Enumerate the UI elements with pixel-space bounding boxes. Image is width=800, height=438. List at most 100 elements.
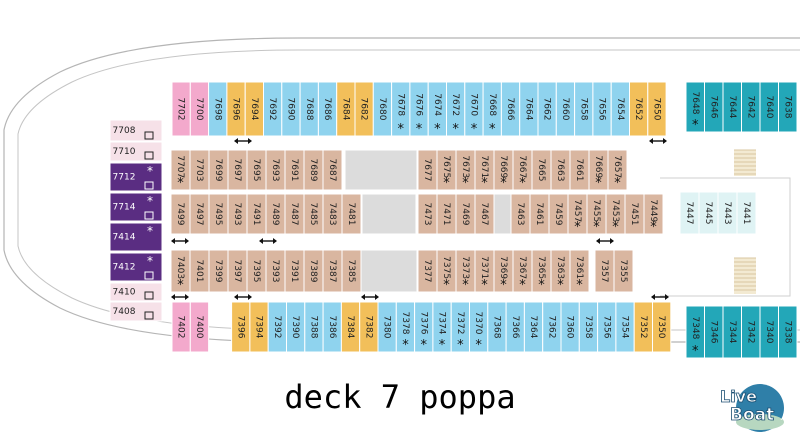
connecting-door-arrow-0-head-l — [234, 138, 238, 144]
cabin-top-7668-17-label: 7668 — [487, 93, 497, 116]
cabin-top-7674-14-label: 7674 — [432, 93, 442, 116]
cabin-top-7688-7-label: 7688 — [304, 98, 314, 121]
cabin-c-7393-5-label: 7393 — [270, 260, 280, 283]
aft-cabin-7714-label: 7714 — [113, 203, 136, 213]
aft-cabin-7414-box — [109, 222, 163, 252]
cabin-bottom-7386-7-label: 7386 — [327, 316, 337, 339]
cabin-bottom-7378-11-star: * — [402, 338, 409, 353]
cabin-top-7698-2-label: 7698 — [212, 98, 222, 121]
cabin-c-7395-4-label: 7395 — [251, 260, 261, 283]
cabin-c2-7373-2-star: * — [462, 278, 469, 293]
forward-area-outline — [660, 177, 791, 297]
cabin-top-7690-6-label: 7690 — [285, 98, 295, 121]
accessible-icon — [144, 271, 154, 280]
cabin-bottom-7378-11-label: 7378 — [400, 312, 410, 335]
cabin-top-7668-17-star: * — [489, 122, 496, 137]
connecting-door-arrow-4-head-r — [610, 238, 614, 244]
cabin-c2-7369-4-label: 7369 — [498, 256, 508, 279]
cabin-fwd-suite-7441-3-label: 7441 — [741, 202, 751, 225]
deck-title: deck 7 poppa — [284, 378, 516, 416]
cabin-fwd-suite-7443-2-label: 7443 — [722, 202, 732, 225]
cabin-top-7658-22-label: 7658 — [578, 98, 588, 121]
cabin-c-7397-3-label: 7397 — [232, 260, 242, 283]
cabin-b3-7463-0-label: 7463 — [515, 203, 525, 226]
connecting-door-arrow-5-head-l — [171, 294, 175, 300]
forward-stairs-bottom — [734, 258, 756, 294]
cabin-bottom-fwd-7346-1-label: 7346 — [708, 321, 718, 344]
cabin-top-7686-8-label: 7686 — [322, 98, 332, 121]
cabin-a2-7675-1-star: * — [443, 176, 450, 191]
cabin-bottom-7366-17-label: 7366 — [510, 316, 520, 339]
aft-cabin-7414-label: 7414 — [113, 233, 136, 243]
aft-cabin-7412-star: * — [147, 254, 153, 268]
cabin-c2-7365-6-label: 7365 — [536, 256, 546, 279]
cabin-bottom-7350-25-label: 7350 — [656, 316, 666, 339]
cabin-c-7391-6-label: 7391 — [289, 260, 299, 283]
cabin-c-7403-0-label: 7403 — [175, 256, 185, 279]
cabin-b3-7459-2-label: 7459 — [553, 203, 563, 226]
hull-outline-outer — [3, 37, 800, 343]
cabin-c2-7367-5-label: 7367 — [517, 256, 527, 279]
cabin-c2-7367-5-star: * — [519, 278, 526, 293]
cabin-bottom-7388-6-label: 7388 — [308, 316, 318, 339]
cabin-a-7697-3-label: 7697 — [232, 159, 242, 182]
cabin-top-7676-13-label: 7676 — [414, 93, 424, 116]
aft-cabin-7710-box — [109, 141, 163, 162]
cabin-b-7491-4-label: 7491 — [251, 203, 261, 226]
cabin-c2-7373-2-label: 7373 — [460, 256, 470, 279]
cabin-top-7700-1-label: 7700 — [194, 98, 204, 121]
cabin-top-7674-14-star: * — [434, 122, 441, 137]
aft-cabin-7412-label: 7412 — [113, 263, 136, 273]
cabin-b3-7457-3-star: * — [574, 220, 581, 235]
cabin-c2-7363-7-label: 7363 — [555, 256, 565, 279]
cabin-b2-7471-1-label: 7471 — [441, 203, 451, 226]
connecting-door-arrow-2-head-r — [185, 238, 189, 244]
cabin-bottom-7350-25-box — [652, 301, 672, 353]
cabin-bottom-7384-8-label: 7384 — [345, 316, 355, 339]
cabin-b-7487-6-label: 7487 — [289, 203, 299, 226]
cabin-bottom-7358-21-label: 7358 — [583, 316, 593, 339]
connecting-door-arrow-6-head-r — [248, 294, 252, 300]
connecting-door-arrow-5-head-r — [185, 294, 189, 300]
cabin-top-7682-10-label: 7682 — [359, 98, 369, 121]
aft-cabin-7414-star: * — [147, 224, 153, 238]
cabin-top-7692-5-label: 7692 — [267, 98, 277, 121]
cabin-a2-7657-10-star: * — [614, 176, 621, 191]
cabin-top-7660-21-label: 7660 — [560, 98, 570, 121]
cabin-b3-7449-7-label: 7449 — [648, 199, 658, 222]
connecting-door-arrow-7-head-l — [361, 294, 365, 300]
connecting-door-arrow-4-head-l — [596, 238, 600, 244]
cabin-b-7483-8-label: 7483 — [327, 203, 337, 226]
cabin-b2-7467-3-label: 7467 — [479, 203, 489, 226]
cabin-top-7678-12-label: 7678 — [395, 93, 405, 116]
cabin-c2-7377-0-label: 7377 — [422, 260, 432, 283]
cabin-a2-7667-5-star: * — [519, 176, 526, 191]
cabin-bottom-7354-23-label: 7354 — [620, 316, 630, 339]
cabin-bottom-7368-16-label: 7368 — [491, 316, 501, 339]
aft-cabin-7410-box — [109, 282, 163, 302]
cabin-top-fwd-7648-0-star: * — [692, 118, 699, 133]
cabin-b3-7453-5-star: * — [612, 220, 619, 235]
cabin-top-7680-11-label: 7680 — [377, 98, 387, 121]
cabin-bottom-fwd-7338-5-label: 7338 — [782, 321, 792, 344]
cabin-b-7489-5-label: 7489 — [270, 203, 280, 226]
aft-cabin-7708-label: 7708 — [113, 126, 136, 136]
cabin-bottom-7376-12-star: * — [421, 338, 428, 353]
cabin-bottom-fwd-7348-0-label: 7348 — [690, 316, 700, 339]
cabin-bottom-7362-19-label: 7362 — [546, 316, 556, 339]
cabin-bottom-7356-22-label: 7356 — [601, 316, 611, 339]
cabin-top-7676-13-star: * — [416, 122, 423, 137]
logo-text-live: Live — [720, 387, 757, 406]
aft-cabin-7408-label: 7408 — [113, 307, 136, 317]
connecting-door-arrow-0-head-r — [248, 138, 252, 144]
cabin-a2-7675-1-label: 7675 — [441, 155, 451, 178]
cabin-bottom-7402-0-label: 7402 — [176, 316, 186, 339]
cabin-c2-7355-10-label: 7355 — [618, 260, 628, 283]
cabin-bottom-7372-14-star: * — [457, 338, 464, 353]
accessible-icon — [144, 211, 154, 220]
cabin-a2-7671-3-label: 7671 — [479, 155, 489, 178]
connecting-door-arrow-8-head-r — [665, 294, 669, 300]
cabin-top-fwd-7642-3-label: 7642 — [745, 96, 755, 119]
cabin-top-7652-25-label: 7652 — [633, 98, 643, 121]
